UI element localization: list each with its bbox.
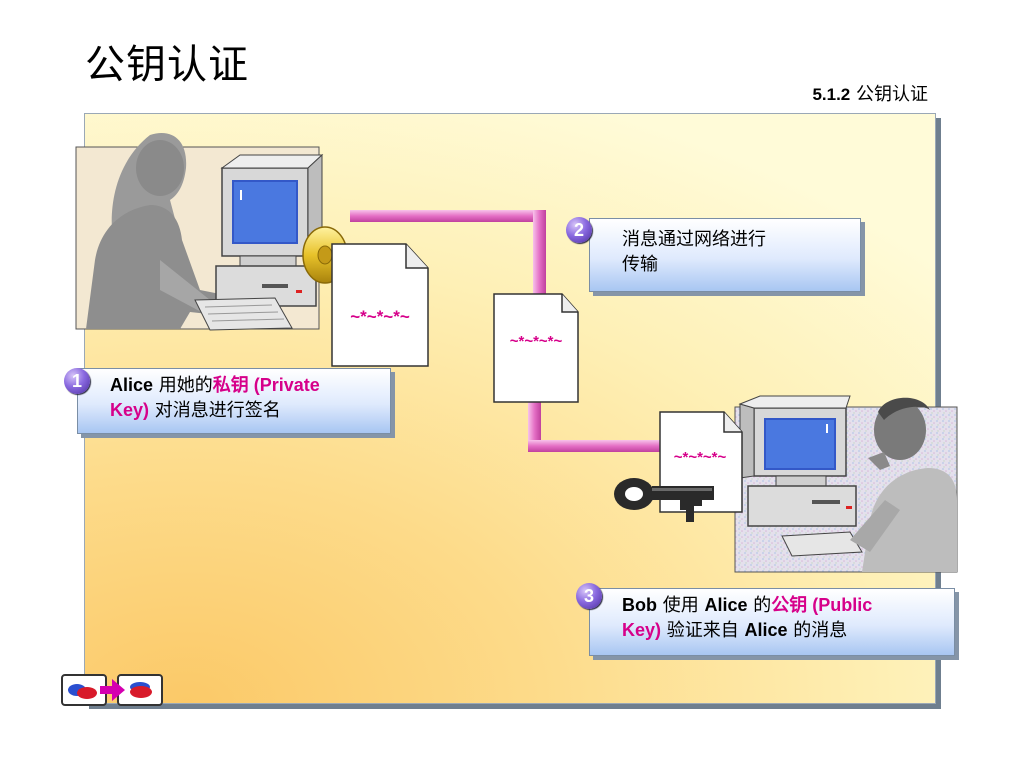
signed-document-text: ~*~*~*~ [350, 307, 410, 326]
received-document-text: ~*~*~*~ [674, 449, 727, 466]
transit-document: ~*~*~*~ [493, 293, 579, 403]
nav-next-icon [130, 682, 152, 698]
step-2-badge: 2 [566, 217, 592, 243]
section-label: 5.1.2 公钥认证 [812, 80, 928, 106]
black-key-icon [614, 478, 714, 522]
step-3-line-1: Bob 使用 Alice 的公钥 (Public [622, 595, 873, 616]
section-title: 公钥认证 [856, 84, 928, 105]
network-line [350, 210, 668, 452]
step-3-badge: 3 [576, 583, 602, 609]
step-2-line-2: 传输 [622, 254, 658, 275]
alice-computer-image [75, 133, 324, 331]
step-1-line-2: Key) 对消息进行签名 [110, 400, 281, 421]
bob-computer-image [734, 395, 958, 573]
step-1-line-1: Alice 用她的私钥 (Private [110, 375, 320, 396]
nav-prev-icon [68, 684, 97, 699]
slide-title: 公钥认证 [85, 42, 249, 88]
nav-prev-button[interactable] [61, 674, 107, 706]
step-1-callout: Alice 用她的私钥 (Private Key) 对消息进行签名 [77, 368, 391, 434]
step-1-badge: 1 [64, 368, 90, 394]
signed-document: ~*~*~*~ [331, 243, 429, 367]
section-number: 5.1.2 [812, 85, 851, 104]
step-2-callout: 消息通过网络进行 传输 [589, 218, 861, 292]
transit-document-text: ~*~*~*~ [510, 333, 563, 350]
step-2-line-1: 消息通过网络进行 [622, 229, 766, 250]
nav-arrow-icon [100, 679, 125, 701]
step-3-callout: Bob 使用 Alice 的公钥 (Public Key) 验证来自 Alice… [589, 588, 955, 656]
step-3-line-2: Key) 验证来自 Alice 的消息 [622, 620, 848, 641]
